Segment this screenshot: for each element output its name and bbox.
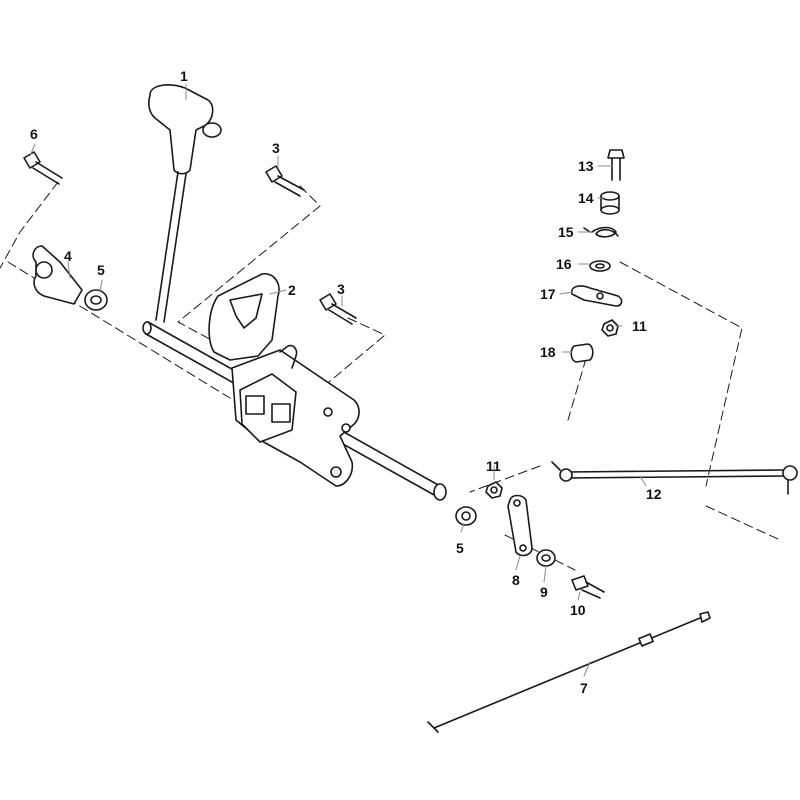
part-13-shoulder-bolt <box>607 149 625 181</box>
part-11-nut-lower <box>485 481 503 499</box>
callout-7: 7 <box>580 680 588 696</box>
callout-3-middle: 3 <box>337 281 345 297</box>
part-12-control-rod <box>551 461 798 495</box>
callout-15: 15 <box>558 224 574 240</box>
callout-18: 18 <box>540 344 556 360</box>
part-6-bolt <box>23 151 63 185</box>
part-11-nut-upper <box>601 319 619 337</box>
part-5-bushing-right <box>455 506 477 526</box>
assembly-guide-lines <box>0 181 781 571</box>
part-17-lever-plate <box>570 285 623 307</box>
callout-6: 6 <box>30 126 38 142</box>
part-7-cable <box>427 611 711 733</box>
callout-4: 4 <box>64 248 72 264</box>
part-4-pivot-bracket <box>32 245 83 305</box>
callout-11-lower: 11 <box>486 458 501 474</box>
callout-1: 1 <box>180 68 188 84</box>
callout-leader-lines <box>29 83 647 677</box>
callout-2: 2 <box>288 282 296 298</box>
callout-13: 13 <box>578 158 594 174</box>
part-9-washer <box>536 549 556 567</box>
part-2-bracket-plate <box>208 273 280 361</box>
callout-8: 8 <box>512 572 520 588</box>
callout-5-right: 5 <box>456 540 464 556</box>
part-1-shift-lever <box>148 84 222 323</box>
callout-17: 17 <box>540 286 556 302</box>
part-5-washer-left <box>84 289 108 311</box>
callout-5-left: 5 <box>97 262 105 278</box>
part-14-spacer <box>600 191 620 215</box>
callout-9: 9 <box>540 584 548 600</box>
callout-16: 16 <box>556 256 572 272</box>
part-8-link-arm <box>507 494 533 557</box>
callout-11-upper: 11 <box>632 318 647 334</box>
callout-10: 10 <box>570 602 586 618</box>
callout-14: 14 <box>578 190 594 206</box>
callout-3-upper: 3 <box>272 140 280 156</box>
part-16-washer <box>589 260 611 272</box>
part-15-spring <box>583 226 619 238</box>
part-3-bolt-middle <box>319 293 357 325</box>
callout-12: 12 <box>646 486 662 502</box>
part-3-bolt-upper <box>265 165 305 197</box>
part-18-bushing-block <box>570 343 594 363</box>
part-10-bolt <box>571 575 605 599</box>
main-bracket-housing <box>231 344 360 487</box>
